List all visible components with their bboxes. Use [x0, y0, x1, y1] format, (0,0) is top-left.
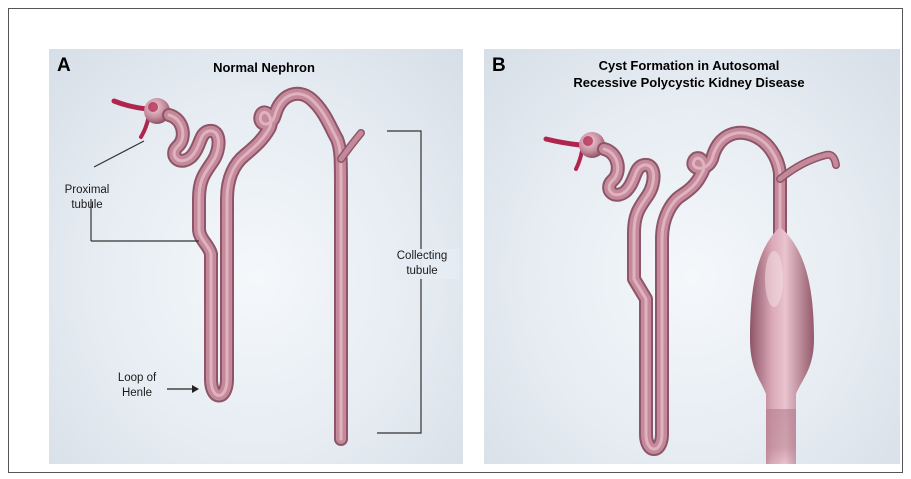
afferent-vessel-b	[546, 139, 580, 145]
collecting-duct-fade	[766, 409, 796, 464]
proximal-tubule-label: Proximal tubule	[57, 183, 117, 213]
cyst-highlight	[765, 251, 783, 307]
proximal-label-line1: Proximal	[57, 183, 117, 198]
proximal-label-line2: tubule	[57, 198, 117, 213]
nephron-tubule	[169, 94, 361, 439]
afferent-vessel	[114, 101, 147, 109]
loop-label-line2: Henle	[107, 386, 167, 401]
panel-cyst-formation: B Cyst Formation in Autosomal Recessive …	[484, 49, 900, 464]
figure-frame: A Normal Nephron	[8, 8, 903, 473]
collecting-label-line1: Collecting	[385, 249, 459, 264]
cystic-nephron-illustration	[484, 49, 900, 464]
efferent-vessel-b	[576, 151, 582, 169]
loop-label-line1: Loop of	[107, 371, 167, 386]
loop-of-henle-label: Loop of Henle	[107, 371, 167, 401]
collecting-label-line2: tubule	[385, 264, 459, 279]
panel-normal-nephron: A Normal Nephron	[49, 49, 463, 464]
glomerulus-core	[148, 102, 158, 112]
collecting-tubule-bracket	[377, 131, 421, 433]
loop-of-henle-arrow	[167, 385, 199, 393]
collecting-tubule-label: Collecting tubule	[385, 249, 459, 279]
glomerulus-b-core	[583, 136, 593, 146]
